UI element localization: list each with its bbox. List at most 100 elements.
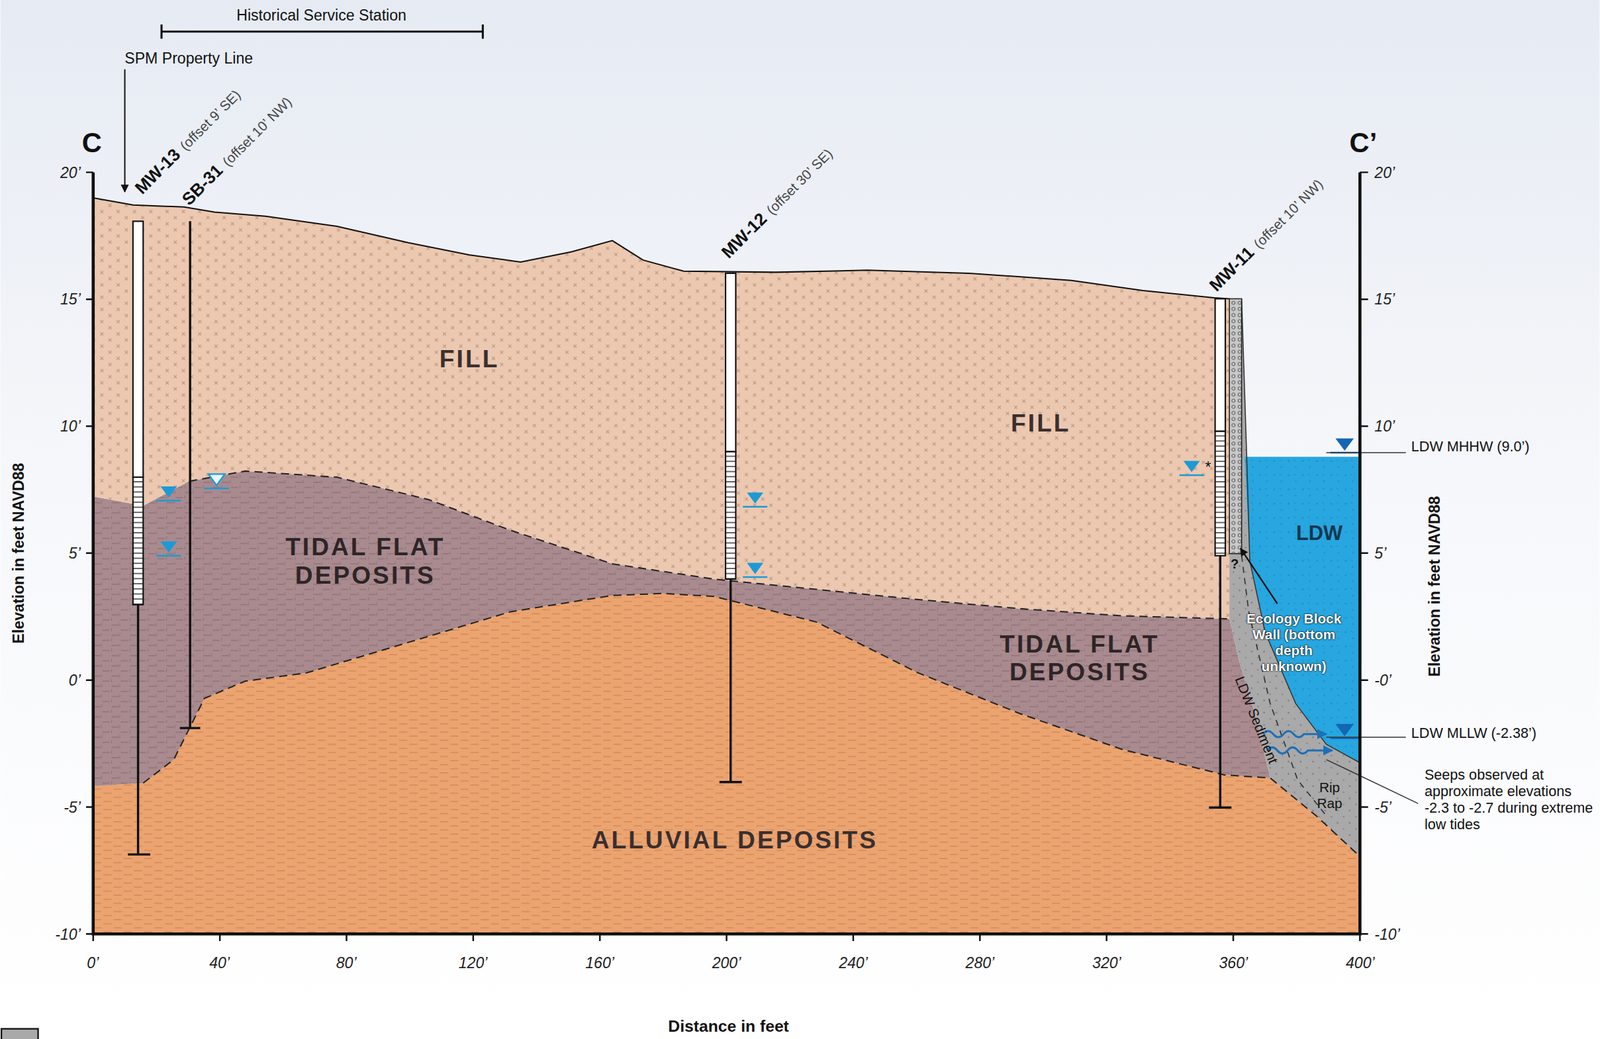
label-text: Elevation in feet NAVD88 (9, 462, 27, 644)
label: LDW MHHW (9.0’) (1411, 438, 1530, 456)
label-text: 20’ (60, 163, 81, 181)
label-text: 280’ (965, 954, 995, 972)
label-text: 10’ (60, 417, 81, 435)
label: FILL (439, 344, 500, 374)
label: 0’ (68, 671, 81, 690)
label: 5’ (68, 544, 81, 563)
label-text: -5’ (63, 799, 81, 817)
label-text: -10’ (1374, 926, 1401, 944)
label-text: Ecology Block Wall (bottom depth unknown… (1246, 611, 1342, 674)
label-text: 160’ (585, 954, 615, 972)
label: Ecology Block Wall (bottom depth unknown… (1243, 611, 1346, 675)
label-text: FILL (439, 344, 500, 373)
label-text: LDW MLLW (-2.38’) (1411, 724, 1537, 742)
label: 5’ (1374, 544, 1387, 563)
label-text: ? (1230, 556, 1239, 572)
label: Elevation in feet NAVD88 (9, 462, 28, 644)
label-text: C (82, 127, 102, 159)
label-text: -5’ (1374, 799, 1392, 817)
label-text: 0’ (86, 954, 99, 972)
label-text: 320’ (1092, 954, 1122, 972)
label-text: 240’ (838, 954, 868, 972)
label: FILL (1010, 409, 1071, 438)
label: Historical Service Station (236, 6, 407, 25)
label-text: SPM Property Line (124, 49, 253, 67)
label: Distance in feet (667, 1016, 789, 1036)
label-text: Rip Rap (1316, 779, 1342, 811)
label: 280’ (965, 954, 995, 973)
label-text: LDW Sediment (1231, 674, 1281, 766)
label: -5’ (63, 799, 81, 817)
label-text: Distance in feet (667, 1016, 789, 1035)
label: -10’ (1374, 926, 1401, 944)
label-text: MW-12 (717, 209, 772, 263)
label: 240’ (838, 954, 868, 973)
label: Elevation in feet NAVD88 (1425, 496, 1444, 678)
label: -10’ (54, 926, 81, 944)
label-text: 400’ (1345, 954, 1375, 972)
label-text: (offset 10’ NW) (1250, 176, 1326, 252)
label-text: SB-31 (177, 160, 227, 210)
label: 120’ (458, 954, 488, 973)
label-text: 40’ (209, 954, 230, 972)
label: 80’ (336, 954, 357, 973)
label-text: 10’ (1374, 417, 1395, 435)
label-text: 5’ (68, 544, 81, 563)
label-text: 120’ (458, 954, 488, 972)
label: 10’ (1374, 417, 1395, 436)
label: 200’ (712, 954, 742, 973)
label: LDW MLLW (-2.38’) (1411, 725, 1537, 743)
label: MW-13(offset 9’ SE) (131, 84, 245, 198)
label: MW-12(offset 30’ SE) (717, 143, 837, 263)
label: 360’ (1218, 954, 1248, 973)
label: 15’ (60, 290, 81, 309)
label-text: 5’ (1374, 544, 1387, 563)
label: 0’ (86, 954, 99, 973)
label: 320’ (1092, 954, 1122, 973)
label: TIDAL FLAT DEPOSITS (975, 630, 1185, 688)
label-text: FILL (1010, 409, 1071, 437)
label-text: MW-13 (131, 144, 185, 198)
label-text: ALLUVIAL DEPOSITS (591, 826, 878, 854)
label-text: LDW MHHW (9.0’) (1411, 438, 1530, 455)
label-text: C’ (1349, 127, 1378, 159)
label-text: (offset 30’ SE) (763, 145, 836, 218)
label-text: Historical Service Station (236, 6, 407, 24)
label: 10’ (60, 417, 81, 436)
label-text: 80’ (336, 954, 357, 972)
label-text: * (1205, 458, 1212, 476)
label-text: TIDAL FLAT DEPOSITS (285, 534, 445, 590)
label: 20’ (1374, 163, 1395, 182)
label-text: Elevation in feet NAVD88 (1425, 496, 1444, 678)
label: -5’ (1374, 799, 1392, 817)
label: 20’ (60, 163, 81, 182)
label-text: 0’ (68, 671, 81, 690)
label: LDW Sediment (1231, 674, 1281, 767)
label-text: -10’ (54, 926, 81, 944)
label-text: 200’ (712, 954, 742, 972)
label-text: -0’ (1374, 671, 1392, 690)
label: TIDAL FLAT DEPOSITS (260, 534, 471, 591)
label-text: Seeps observed at approximate elevations… (1424, 766, 1593, 833)
label-text: 15’ (60, 290, 81, 308)
label: 15’ (1374, 290, 1395, 309)
label: * (1205, 458, 1212, 477)
label: Rip Rap (1309, 779, 1351, 812)
label-text: MW-11 (1205, 242, 1258, 295)
label: 160’ (585, 954, 615, 973)
label: C’ (1349, 127, 1378, 159)
label-text: TIDAL FLAT DEPOSITS (999, 630, 1160, 687)
label-text: 20’ (1374, 163, 1395, 181)
label-text: LDW (1296, 521, 1343, 545)
label: -0’ (1374, 671, 1392, 690)
label: ALLUVIAL DEPOSITS (591, 826, 878, 856)
label: 40’ (209, 954, 230, 973)
label-text: 360’ (1218, 954, 1248, 972)
label-text: 15’ (1374, 290, 1395, 308)
label: SB-31(offset 10’ NW) (177, 91, 296, 210)
label: Seeps observed at approximate elevations… (1424, 767, 1597, 833)
label: 400’ (1345, 954, 1375, 973)
label: LDW (1296, 521, 1343, 545)
label: SPM Property Line (124, 49, 253, 68)
label: ? (1230, 556, 1239, 572)
